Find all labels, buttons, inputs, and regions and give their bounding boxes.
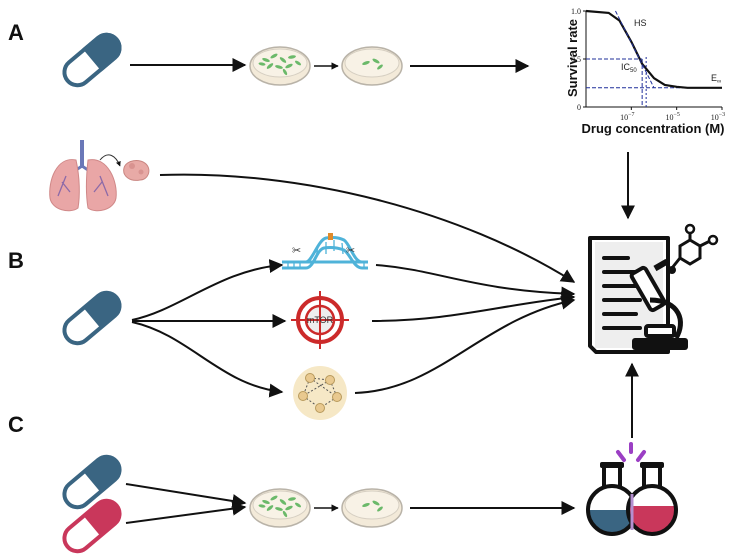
scissors-left-icon: ✂	[292, 244, 301, 257]
arrow-drug-to-network	[131, 321, 284, 398]
drug-capsule-icon	[62, 32, 122, 88]
y-axis-title: Survival rate	[565, 19, 580, 97]
lungs-icon	[49, 140, 117, 212]
dose-response-curve	[585, 9, 722, 89]
x-tick-label: 10−3	[711, 112, 725, 122]
scissors-right-icon: ✂	[346, 244, 355, 257]
dose-response-chart: 0 0.5 1.0 10−7 10−5 10−3 HS IC50 E∞ Survival…	[565, 7, 725, 136]
petri-dish-sparse-icon	[341, 488, 403, 528]
arrow-tumor-to-report	[159, 173, 576, 283]
mtor-target-icon: mTOR	[291, 291, 349, 349]
arrow-blue-to-dish	[125, 483, 247, 508]
drug-capsule-red-icon	[62, 498, 122, 554]
arrow-red-to-dish	[125, 501, 247, 524]
panel-label-a: A	[8, 20, 24, 45]
arrow-dna-to-report	[375, 264, 576, 301]
protein-network-icon	[293, 366, 347, 420]
arrow-lung-to-tumor	[99, 154, 121, 167]
x-tick-label: 10−5	[665, 112, 679, 122]
y-tick-label: 1.0	[571, 7, 581, 16]
arrow-network-to-report	[354, 295, 576, 394]
arrow-drug-to-dna	[131, 259, 284, 321]
synergy-flasks-icon	[586, 442, 678, 536]
y-tick-label: 0	[577, 103, 581, 112]
y-tick-label: 0.5	[571, 55, 581, 64]
ic50-label: IC50	[621, 62, 637, 74]
x-axis-title: Drug concentration (M)	[582, 121, 725, 136]
tumor-tissue-icon	[123, 160, 150, 181]
hill-slope-line	[615, 10, 655, 89]
panel-label-c: C	[8, 412, 24, 437]
panel-label-b: B	[8, 248, 24, 273]
arrow-mtor-to-report	[371, 291, 576, 322]
petri-dish-dense-icon	[249, 488, 311, 528]
drug-capsule-icon	[62, 290, 122, 346]
hs-label: HS	[634, 18, 647, 28]
emax-label: E∞	[711, 73, 721, 85]
drug-capsule-blue-icon	[62, 454, 122, 510]
report-microscope-icon	[588, 223, 719, 354]
mtor-label: mTOR	[307, 315, 334, 325]
x-tick-label: 10−7	[620, 112, 634, 122]
petri-dish-dense-icon	[249, 46, 311, 86]
petri-dish-sparse-icon	[341, 46, 403, 86]
dna-editing-icon: ✂ ✂	[282, 233, 368, 270]
